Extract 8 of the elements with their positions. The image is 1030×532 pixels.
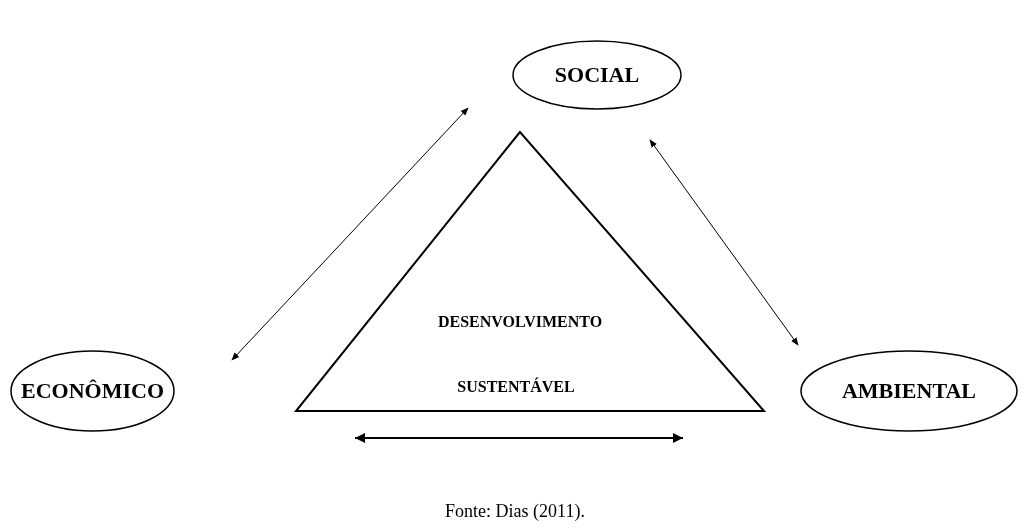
double-arrow [231,107,469,361]
triangle-label: DESENVOLVIMENTO [437,313,603,331]
node-label: SOCIAL [554,62,640,88]
caption: Fonte: Dias (2011). [445,500,585,522]
node-label: AMBIENTAL [841,378,977,404]
node-label: ECONÔMICO [21,378,164,404]
triangle-label: SUSTENTÁVEL [457,378,575,396]
double-arrow [649,139,799,346]
